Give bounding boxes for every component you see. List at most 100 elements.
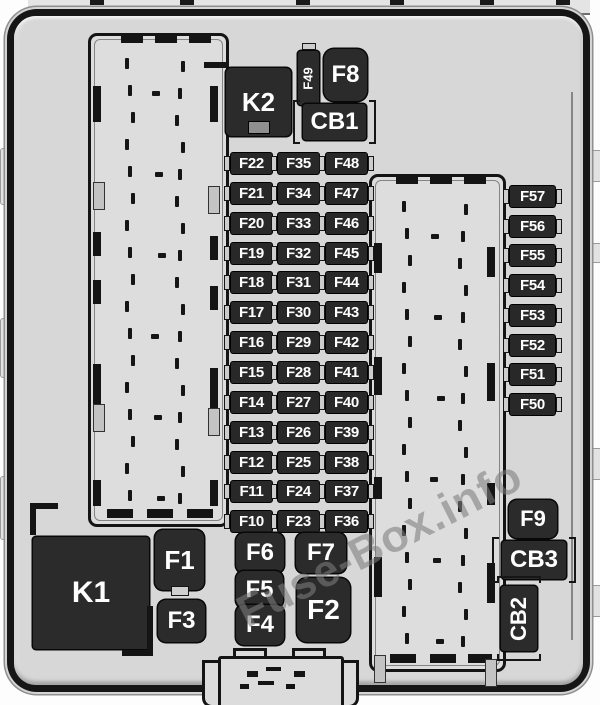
fuse-F23: F23	[271, 510, 326, 534]
connector-pin	[408, 498, 412, 509]
connector-latch	[93, 182, 105, 210]
connector-pin	[464, 609, 468, 620]
fuse-F1-notch	[170, 586, 189, 596]
fuse-F1: F1	[155, 530, 204, 596]
wire-bracket	[147, 606, 153, 656]
fuse-F49-label: F49	[301, 66, 316, 90]
fuse-F39: F39	[319, 420, 374, 444]
fuse-F3-label: F3	[167, 607, 196, 634]
connector-pin	[178, 169, 182, 180]
top-edge-tick	[480, 0, 494, 5]
connector-pin	[175, 439, 179, 450]
connector-key-notch	[189, 35, 211, 43]
connector-key-notch	[390, 654, 416, 663]
connector-key-notch	[121, 35, 143, 43]
connector-pin	[458, 420, 462, 431]
fuse-F16: F16	[224, 331, 279, 355]
connector-pin	[402, 525, 406, 536]
connector-latch	[208, 408, 220, 436]
connector-pin	[128, 166, 132, 177]
fuse-F14: F14	[224, 390, 279, 414]
connector-pin	[458, 501, 462, 512]
connector-pin	[175, 196, 179, 207]
connector-pin	[125, 139, 129, 150]
fuse-F40: F40	[319, 390, 374, 414]
fuse-F2-label: F2	[307, 594, 340, 625]
connector-pin	[175, 277, 179, 288]
connector-pin	[402, 444, 406, 455]
connector-pin	[458, 582, 462, 593]
bottom-connector-pin	[247, 671, 258, 677]
wire-bracket	[122, 650, 153, 656]
fuse-F21: F21	[224, 181, 279, 205]
connector-pin	[408, 579, 412, 590]
connector-pin	[131, 274, 135, 285]
fuse-F28: F28	[271, 360, 326, 384]
connector-pin	[461, 231, 465, 242]
connector-pin	[405, 309, 409, 320]
wire-bracket	[30, 503, 36, 535]
connector-pin	[431, 234, 439, 239]
fuse-F9-label: F9	[520, 506, 546, 531]
connector-key-notch	[430, 176, 452, 184]
fuse-F7: F7	[296, 533, 346, 573]
fuse-F46: F46	[319, 211, 374, 235]
connector-pin	[434, 315, 442, 320]
connector-pin	[458, 339, 462, 350]
connector-pin	[402, 282, 406, 293]
fuse-F54: F54	[503, 274, 562, 298]
connector-pin	[128, 247, 132, 258]
connector-pin	[181, 466, 185, 477]
connector-pin	[158, 253, 166, 258]
fuse-F57: F57	[503, 185, 562, 208]
connector-pin	[125, 58, 129, 69]
connector-edge-notch	[487, 563, 495, 603]
fuse-F25: F25	[271, 450, 326, 474]
connector-key-notch	[468, 654, 492, 663]
fuse-F33: F33	[271, 211, 326, 235]
relay-K1-label: K1	[71, 576, 111, 609]
connector-pin	[157, 496, 165, 501]
fuse-F34: F34	[271, 181, 326, 205]
connector-pin	[402, 606, 406, 617]
fuse-F13: F13	[224, 420, 279, 444]
fuse-F17: F17	[224, 301, 279, 325]
connector-pin	[405, 471, 409, 482]
connector-pin	[405, 228, 409, 239]
bottom-connector-pin	[266, 667, 281, 671]
fuse-F27: F27	[271, 390, 326, 414]
fuse-F1-label: F1	[164, 544, 195, 575]
fuse-F47: F47	[319, 181, 374, 205]
connector-pin	[131, 193, 135, 204]
connector-latch	[374, 655, 386, 683]
connector-edge-notch	[210, 480, 218, 506]
fuse-F12: F12	[224, 450, 279, 474]
connector-edge-notch	[487, 363, 495, 401]
fuse-F36: F36	[319, 510, 374, 534]
connector-pin	[175, 358, 179, 369]
circuit-breaker-CB1: CB1	[293, 100, 376, 144]
connector-pin	[181, 61, 185, 72]
fuse-F5: F5	[236, 571, 283, 608]
connector-pin	[408, 417, 412, 428]
fuse-F20: F20	[224, 211, 279, 235]
connector-pin	[151, 334, 159, 339]
connector-pin	[128, 409, 132, 420]
inner-wall-line	[571, 92, 573, 640]
connector-pin	[125, 382, 129, 393]
top-edge-tick	[390, 0, 404, 5]
bottom-connector-pin	[286, 684, 295, 689]
connector-pin	[461, 312, 465, 323]
connector-key-notch	[430, 654, 456, 663]
k2-top-tab	[204, 62, 228, 68]
connector-pin	[181, 385, 185, 396]
connector-key-notch	[107, 509, 133, 518]
connector-edge-notch	[93, 86, 101, 122]
fuse-F37: F37	[319, 480, 374, 504]
fuse-F3: F3	[158, 600, 205, 642]
fuse-F51: F51	[503, 363, 562, 387]
connector-pin	[181, 223, 185, 234]
circuit-breaker-CB3: CB3	[492, 537, 576, 583]
connector-edge-notch	[374, 477, 382, 499]
